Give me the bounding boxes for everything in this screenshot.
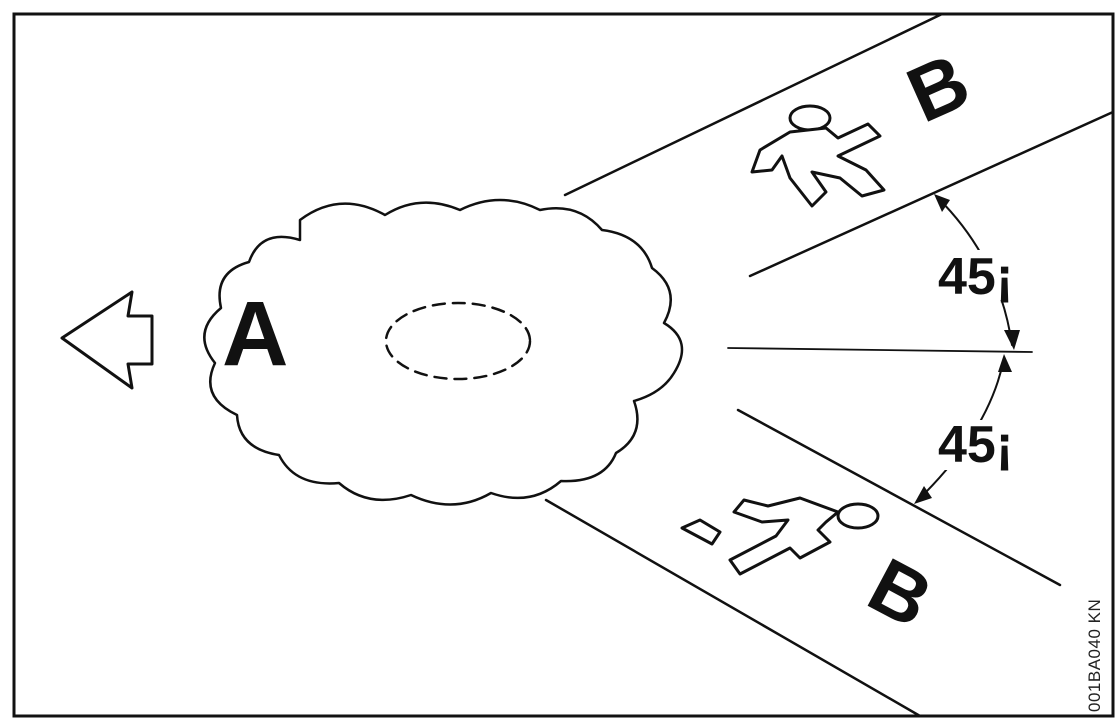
dashed-circle bbox=[384, 301, 532, 381]
walkway-upper bbox=[563, 12, 1115, 278]
walkway-lower bbox=[544, 408, 1062, 718]
diagram-border bbox=[12, 12, 1115, 718]
walking-person-icon bbox=[750, 104, 886, 208]
angle-label-lower: 45¡ bbox=[938, 416, 1013, 474]
arrow-left-icon bbox=[60, 290, 154, 390]
walking-person-icon bbox=[680, 496, 880, 576]
angle-label-upper: 45¡ bbox=[938, 248, 1013, 306]
spray-cloud bbox=[203, 198, 684, 506]
label-a: A bbox=[222, 283, 288, 385]
center-line bbox=[727, 347, 1033, 353]
figure-code: 001BA040 KN bbox=[1085, 599, 1104, 712]
